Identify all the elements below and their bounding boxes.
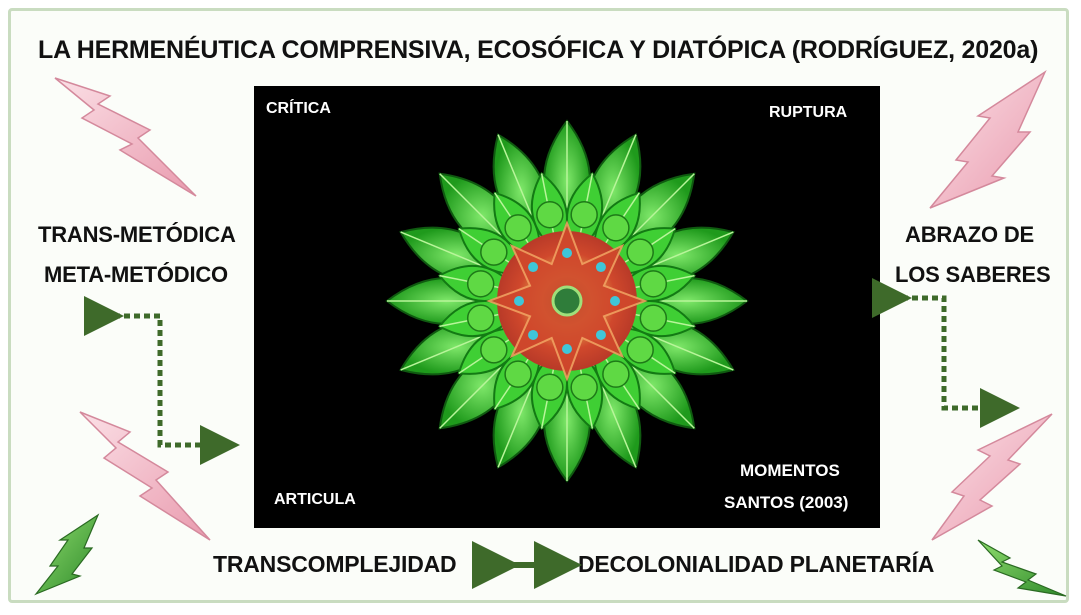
mandala-bud <box>570 200 598 229</box>
panel-label-santos: SANTOS (2003) <box>724 493 849 512</box>
lightning-bolt-icon <box>54 77 197 197</box>
mandala-bud <box>602 360 630 388</box>
right-label-line1: ABRAZO DE <box>905 222 1034 247</box>
central-image-panel: CRÍTICA RUPTURA ARTICULA MOMENTOS SANTOS… <box>254 86 880 528</box>
panel-label-ruptura: RUPTURA <box>769 104 848 121</box>
mandala-accent <box>514 296 524 306</box>
bottom-right-label: DECOLONIALIDAD PLANETARÍA <box>578 551 935 577</box>
mandala-bud <box>504 360 532 388</box>
mandala-accent <box>595 329 606 340</box>
panel-label-momentos: MOMENTOS <box>740 461 840 480</box>
mandala-bud <box>626 336 654 364</box>
mandala-bud <box>536 373 564 402</box>
lightning-bolt-icon <box>34 513 100 596</box>
lightning-bolt-icon <box>79 411 211 541</box>
mandala-bud <box>504 214 532 242</box>
mandala-accent <box>562 248 572 258</box>
mandala-accent <box>528 329 539 340</box>
mandala-bud <box>480 336 508 364</box>
bottom-left-label: TRANSCOMPLEJIDAD <box>213 551 457 577</box>
diagram-title: LA HERMENÉUTICA COMPRENSIVA, ECOSÓFICA Y… <box>38 36 1039 64</box>
mandala-accent <box>610 296 620 306</box>
mandala-bud <box>639 270 668 298</box>
lightning-bolt-icon <box>929 69 1047 209</box>
double-arrow-icon <box>84 296 240 465</box>
lightning-bolt-icon <box>931 413 1053 541</box>
left-label-line2: META-METÓDICO <box>44 262 228 287</box>
mandala-bud <box>639 304 668 332</box>
mandala-bud <box>466 304 495 332</box>
mandala-bud <box>480 238 508 266</box>
mandala-bud <box>466 270 495 298</box>
double-arrow-icon <box>872 278 1020 428</box>
mandala-flower-icon <box>385 119 749 483</box>
panel-label-critica: CRÍTICA <box>266 100 331 117</box>
panel-label-articula: ARTICULA <box>274 491 356 508</box>
mandala-bud <box>536 200 564 229</box>
mandala-accent <box>528 262 539 273</box>
lightning-bolt-icon <box>977 539 1067 597</box>
mandala-accent <box>562 344 572 354</box>
mandala-accent <box>595 262 606 273</box>
mandala-bud <box>570 373 598 402</box>
mandala-bud <box>626 238 654 266</box>
left-label-line1: TRANS-METÓDICA <box>38 222 236 247</box>
mandala-bud <box>602 214 630 242</box>
